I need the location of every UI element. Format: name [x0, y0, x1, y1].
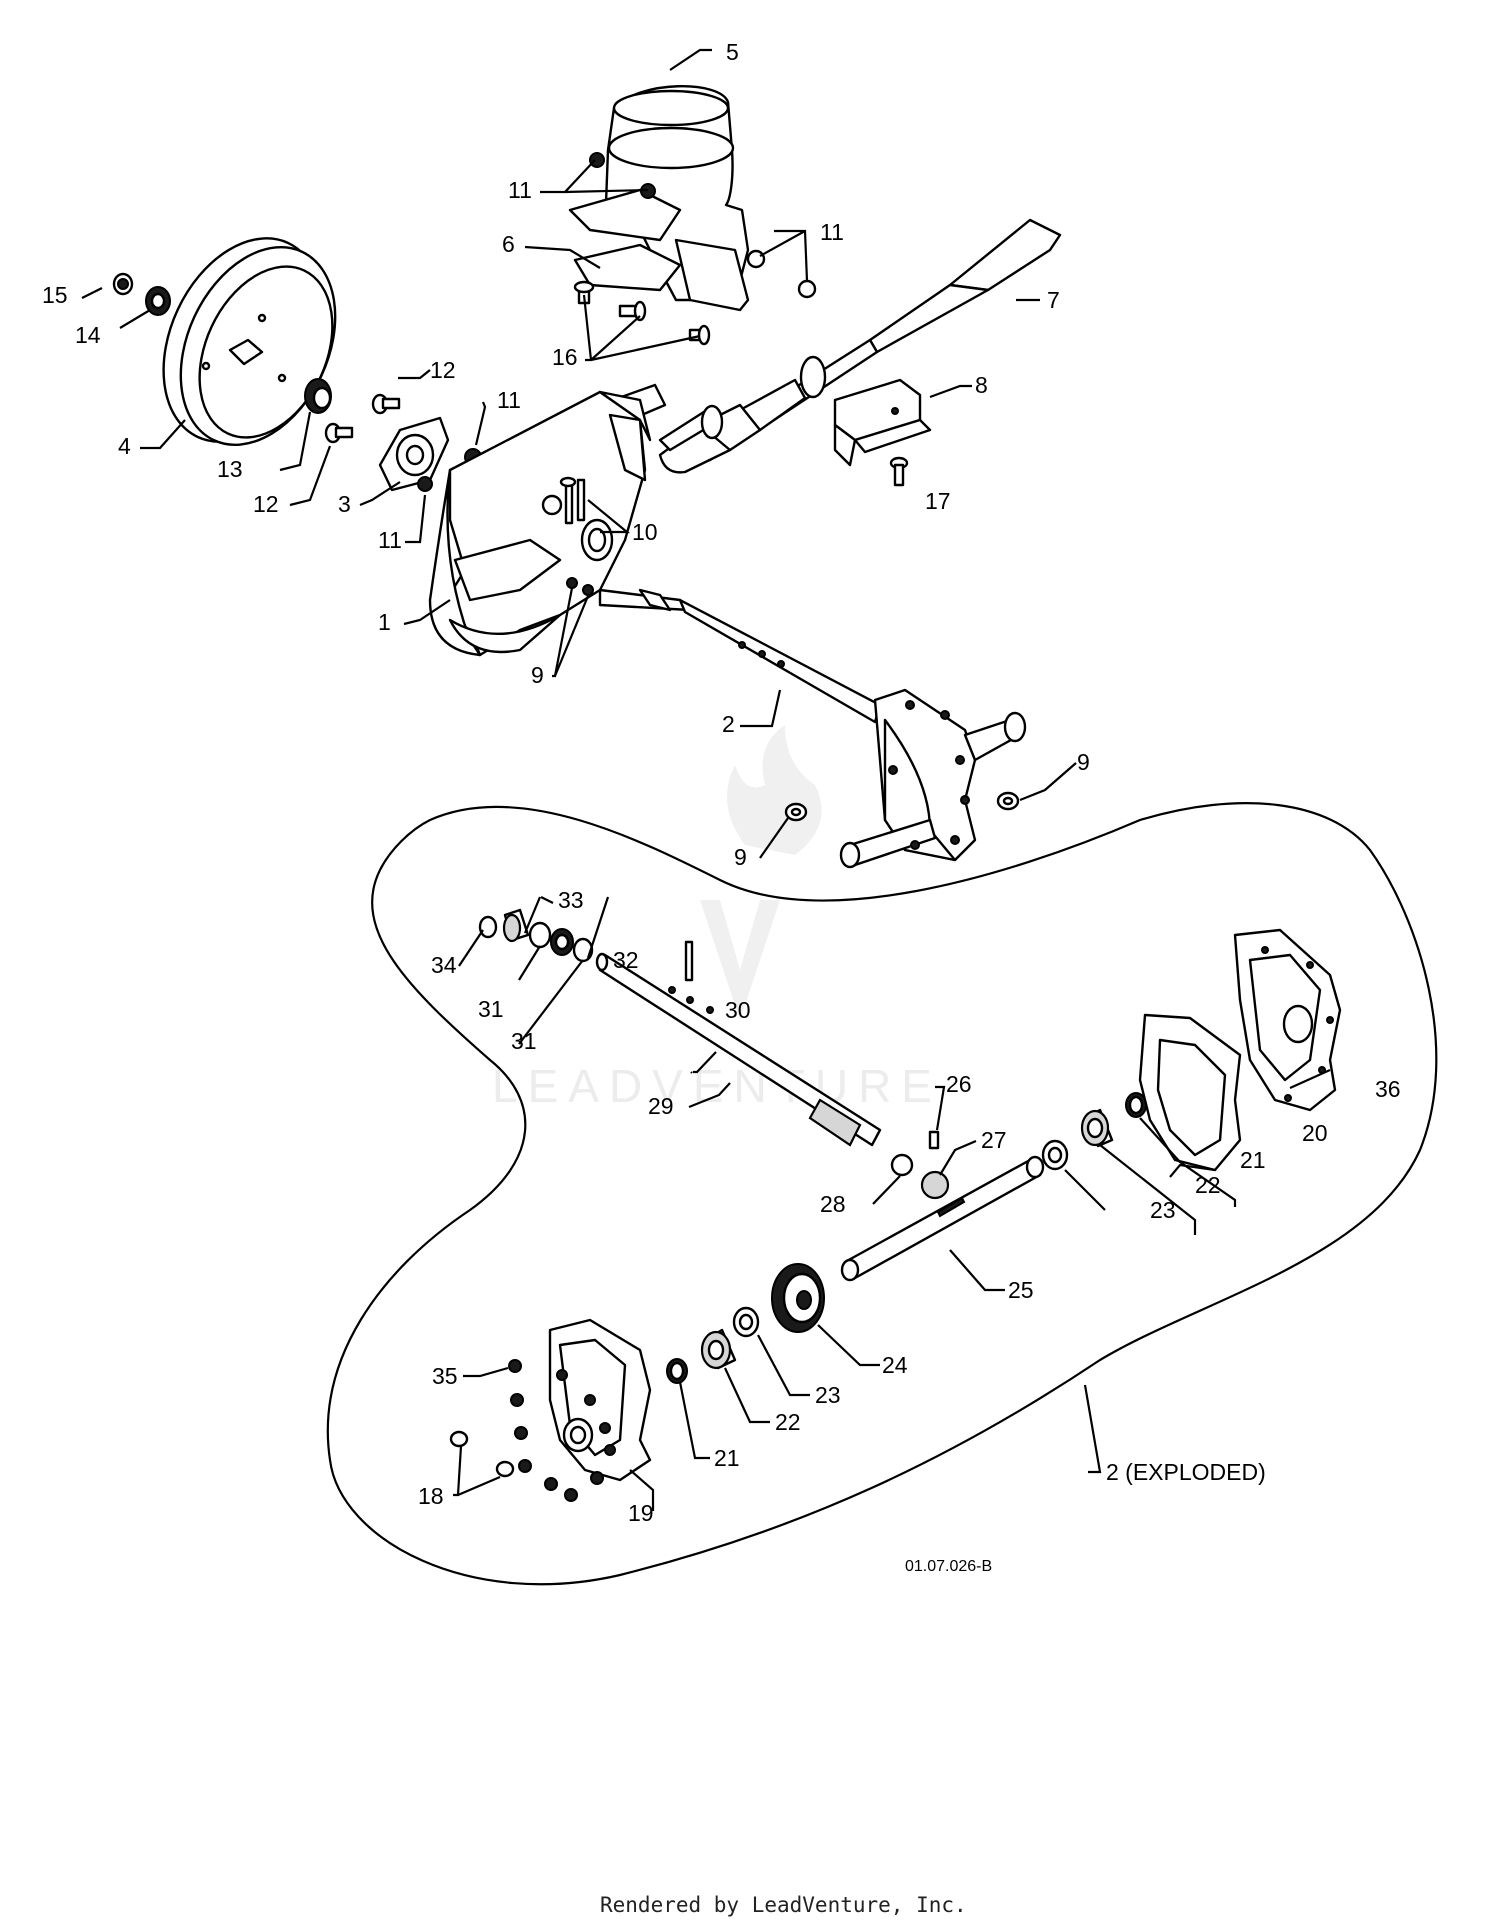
part-bushing-27 [920, 1170, 950, 1200]
exploded-view-boundary [326, 802, 1438, 1586]
callout-29: 29 [648, 1093, 674, 1119]
callout-15: 15 [42, 282, 68, 308]
callout-28: 28 [820, 1191, 846, 1217]
callout-21-right: 21 [1240, 1147, 1266, 1173]
callout-22-right: 22 [1195, 1172, 1221, 1198]
callout-12-top: 12 [430, 357, 456, 383]
part-gearbox-cover [1233, 928, 1342, 1112]
callout-11-housing-top: 11 [497, 387, 521, 413]
part-auger-shaft-gearbox [598, 588, 1027, 869]
part-retaining-rings-21 [666, 1092, 1147, 1384]
callout-8: 8 [975, 372, 988, 398]
callout-labels: 5 11 6 11 7 8 16 17 15 14 4 13 12 12 3 1… [42, 39, 1401, 1526]
callout-11-housing-bottom: 11 [378, 527, 402, 553]
callout-6: 6 [502, 231, 515, 257]
part-bushing-33 [502, 908, 530, 943]
part-worm-shaft [595, 952, 882, 1147]
part-screw-17 [889, 456, 909, 487]
callout-9-housing: 9 [531, 662, 544, 688]
part-key-26 [928, 1130, 940, 1150]
part-bolts-12 [324, 393, 401, 444]
part-retaining-ring-34 [478, 915, 498, 939]
part-key-30 [684, 940, 694, 982]
part-chute [568, 85, 750, 312]
callout-35: 35 [432, 1363, 458, 1389]
watermark: LEADVENTURE [492, 725, 942, 1112]
part-pins-10 [541, 476, 586, 525]
callout-36: 36 [1375, 1076, 1401, 1102]
part-bearing-13 [304, 378, 332, 414]
watermark-text: LEADVENTURE [492, 1060, 942, 1112]
callout-27: 27 [981, 1127, 1007, 1153]
callout-2: 2 [722, 711, 735, 737]
callout-11-chute: 11 [508, 177, 532, 203]
leader-lines [81, 48, 1331, 1511]
callout-31-bottom: 31 [511, 1028, 537, 1054]
callout-23-right: 23 [1150, 1197, 1176, 1223]
callout-25: 25 [1008, 1277, 1034, 1303]
callout-19: 19 [628, 1500, 654, 1526]
part-housing-screws-35 [508, 1359, 604, 1502]
callout-33: 33 [558, 887, 584, 913]
callout-11-chute-right: 11 [820, 219, 844, 245]
callout-9-left: 9 [734, 844, 747, 870]
part-pulley [162, 237, 337, 446]
callout-16: 16 [552, 344, 578, 370]
callout-14: 14 [75, 322, 101, 348]
part-chute-nuts [746, 249, 817, 299]
callout-2-exploded: 2 (EXPLODED) [1106, 1459, 1266, 1485]
part-gearbox-housing [548, 1318, 652, 1482]
part-chute-crank [574, 218, 1062, 474]
callout-34: 34 [431, 952, 457, 978]
part-flange-bushings [700, 1108, 1114, 1370]
part-bearing-14 [145, 286, 171, 316]
callout-21-left: 21 [714, 1445, 740, 1471]
render-credit: Rendered by LeadVenture, Inc. [600, 1893, 967, 1917]
callout-30: 30 [725, 997, 751, 1023]
part-nut-15 [112, 272, 134, 296]
callout-32: 32 [613, 947, 639, 973]
part-housing-nuts [566, 577, 594, 596]
callout-12-bottom: 12 [253, 491, 279, 517]
callout-24: 24 [882, 1352, 908, 1378]
part-washer-28 [890, 1153, 914, 1177]
part-gasket [1138, 1013, 1242, 1172]
part-bearing-flange [378, 416, 450, 492]
callout-17: 17 [925, 488, 951, 514]
callout-3: 3 [338, 491, 351, 517]
callout-7: 7 [1047, 287, 1060, 313]
callout-20: 20 [1302, 1120, 1328, 1146]
callout-13: 13 [217, 456, 243, 482]
part-washers-31-32 [528, 921, 594, 963]
part-crank-bracket [833, 378, 932, 467]
callout-26: 26 [946, 1071, 972, 1097]
callout-10: 10 [632, 519, 658, 545]
part-plugs-18 [449, 1430, 515, 1478]
part-output-shaft [840, 1155, 1045, 1282]
callout-4: 4 [118, 433, 131, 459]
part-thrust-washers [732, 1139, 1069, 1338]
callout-18: 18 [418, 1483, 444, 1509]
callout-23-left: 23 [815, 1382, 841, 1408]
callout-9-right: 9 [1077, 749, 1090, 775]
part-worm-gear [771, 1263, 825, 1333]
callout-22-left: 22 [775, 1409, 801, 1435]
drawing-code: 01.07.026-B [905, 1558, 992, 1575]
callout-1: 1 [378, 609, 391, 635]
callout-31-top: 31 [478, 996, 504, 1022]
part-gearbox-nuts [784, 791, 1020, 822]
callout-5: 5 [726, 39, 739, 65]
